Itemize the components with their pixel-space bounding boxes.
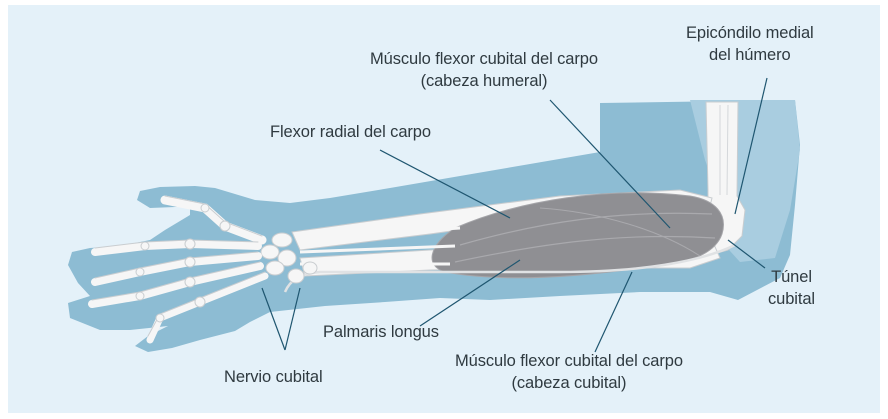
label-tunel-cubital: Túnel cubital	[768, 266, 815, 310]
label-flexor-radial: Flexor radial del carpo	[270, 121, 431, 143]
label-palmaris: Palmaris longus	[323, 321, 439, 343]
label-nervio-cubital: Nervio cubital	[224, 366, 323, 388]
label-fcu-cubital: Músculo flexor cubital del carpo (cabeza…	[455, 350, 683, 394]
label-fcu-humeral: Músculo flexor cubital del carpo (cabeza…	[370, 48, 598, 92]
label-epicondilo: Epicóndilo medial del húmero	[686, 22, 814, 66]
